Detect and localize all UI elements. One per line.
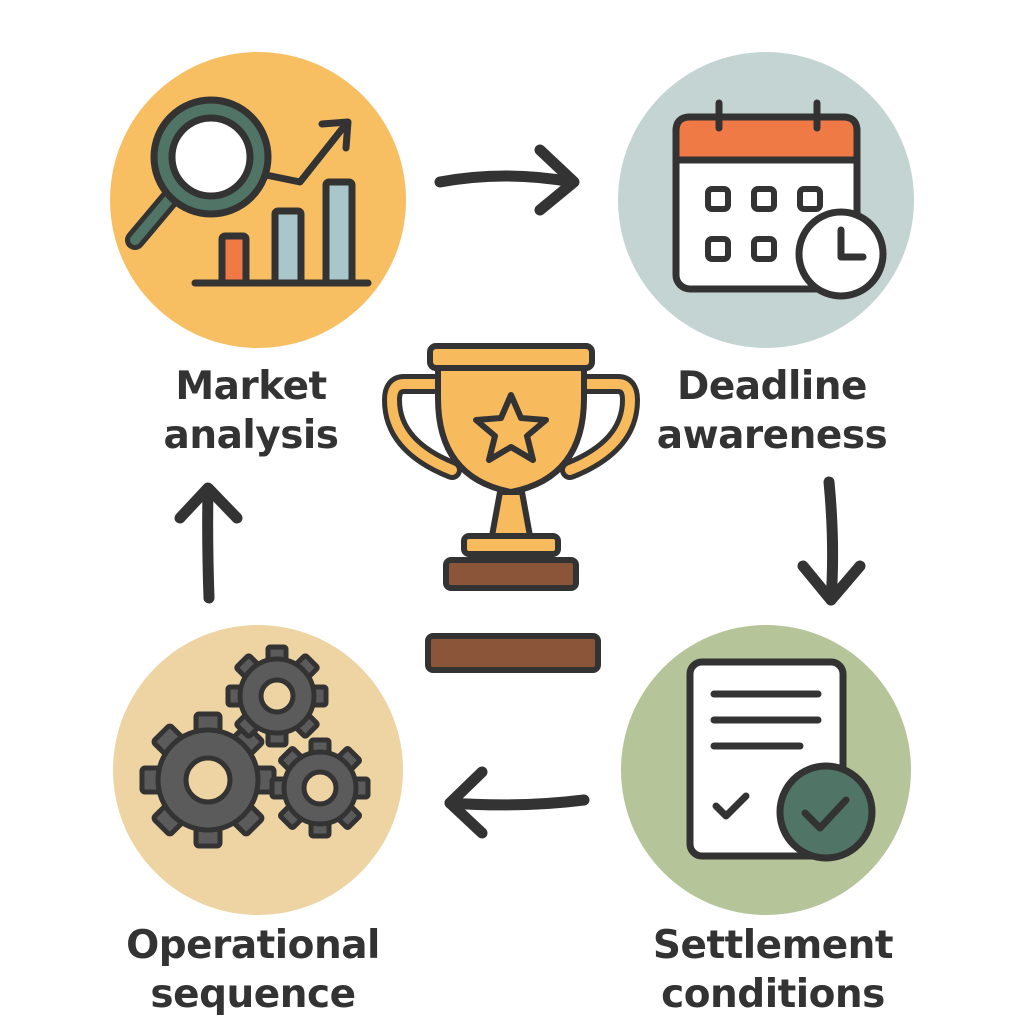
settlement-conditions-label: Settlement conditions bbox=[613, 921, 933, 1019]
arrow-down-icon bbox=[797, 476, 866, 606]
gears-icon bbox=[139, 644, 371, 849]
magnifier-chart-icon bbox=[125, 96, 372, 287]
settlement-conditions-node bbox=[621, 625, 911, 915]
trophy-plaque-icon bbox=[425, 633, 601, 673]
trophy-icon bbox=[382, 343, 640, 591]
market-circle bbox=[110, 52, 406, 348]
settlement-label-line1: Settlement bbox=[652, 923, 894, 968]
market-analysis-label: Market analysis bbox=[91, 362, 411, 460]
operational-label-line2: sequence bbox=[150, 972, 356, 1017]
deadline-awareness-label: Deadline awareness bbox=[612, 362, 932, 460]
operational-label-line1: Operational bbox=[126, 923, 380, 968]
calendar-clock-icon bbox=[672, 99, 887, 300]
arrow-left-icon bbox=[444, 766, 590, 839]
operational-sequence-node bbox=[113, 625, 403, 915]
arrow-right-icon bbox=[434, 144, 580, 216]
arrow-up-icon bbox=[174, 482, 243, 604]
market-label-line2: analysis bbox=[163, 413, 340, 458]
document-check-icon bbox=[686, 658, 876, 862]
deadline-awareness-node bbox=[618, 52, 914, 348]
operational-sequence-label: Operational sequence bbox=[93, 921, 413, 1019]
market-label-line1: Market bbox=[175, 364, 327, 409]
deadline-label-line2: awareness bbox=[656, 413, 888, 458]
market-analysis-node bbox=[110, 52, 406, 348]
settlement-label-line2: conditions bbox=[661, 972, 885, 1017]
deadline-label-line1: Deadline bbox=[676, 364, 868, 409]
